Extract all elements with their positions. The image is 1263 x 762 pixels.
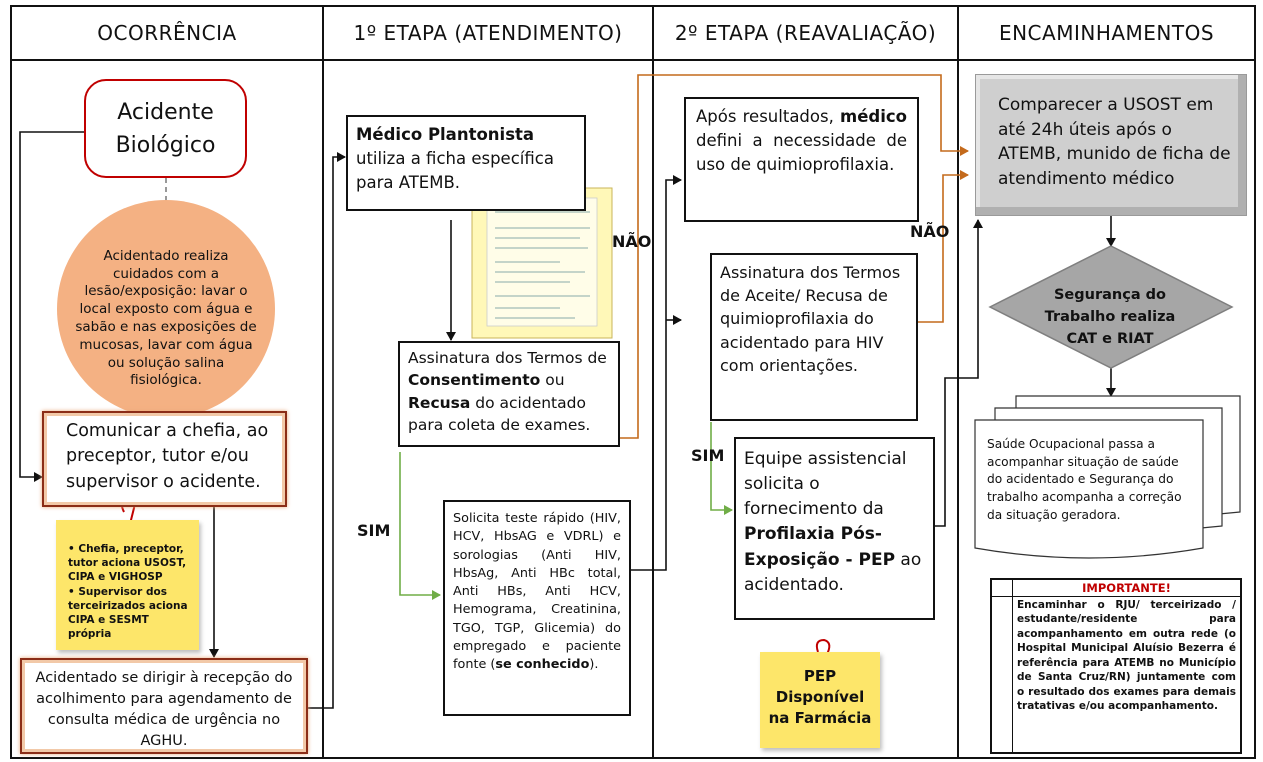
acidente-label: Acidente Biológico bbox=[115, 99, 216, 158]
arrow-recepcao-to-medico bbox=[299, 152, 346, 709]
nao-label-2: NÃO bbox=[910, 222, 950, 241]
arrow-sim-etapa1 bbox=[399, 452, 441, 600]
sim-label-2: SIM bbox=[691, 446, 725, 465]
importante-title: IMPORTANTE! bbox=[1012, 580, 1240, 597]
recepcao-box: Acidentado se dirigir à recepção do acol… bbox=[20, 658, 308, 754]
chefia-sticky-note: • Chefia, preceptor, tutor aciona USOST,… bbox=[56, 520, 199, 650]
recepcao-text: Acidentado se dirigir à recepção do acol… bbox=[35, 670, 293, 750]
arrow-nao-etapa2 bbox=[918, 170, 969, 323]
importante-box: IMPORTANTE! Encaminhar o RJU/ terceiriza… bbox=[990, 578, 1242, 754]
lane-header-etapa2: 2º ETAPA (REAVALIAÇÃO) bbox=[674, 21, 937, 45]
arrow-solicita-to-etapa2 bbox=[631, 175, 682, 571]
seguranca-trabalho-text: Segurança do Trabalho realiza CAT e RIAT bbox=[1044, 287, 1176, 347]
note-item: • Supervisor dos terceirizados aciona CI… bbox=[68, 585, 188, 641]
arrow-nao-etapa1 bbox=[620, 74, 969, 439]
pep-sticky-note: PEP Disponível na Farmácia bbox=[760, 652, 880, 748]
note-item: • Chefia, preceptor, tutor aciona USOST,… bbox=[68, 543, 187, 584]
comparecer-text: Comparecer a USOST em até 24h úteis após… bbox=[998, 95, 1231, 189]
paperclip-icon bbox=[815, 638, 831, 665]
arrow-acidente-to-comunicar bbox=[19, 131, 84, 482]
decision-diamond bbox=[988, 245, 1234, 369]
comunicar-text: Comunicar a chefia, ao preceptor, tutor … bbox=[66, 421, 269, 492]
lane-header-etapa1: 1º ETAPA (ATENDIMENTO) bbox=[353, 21, 623, 45]
apos-resultados-box: Após resultados, médico defini a necessi… bbox=[684, 97, 919, 222]
multi-document-shape bbox=[974, 395, 1241, 559]
saude-ocupacional-text: Saúde Ocupacional passa a acompanhar sit… bbox=[987, 437, 1182, 522]
importante-body: Encaminhar o RJU/ terceirizado / estudan… bbox=[1012, 596, 1240, 752]
lane-grid bbox=[10, 5, 1256, 759]
equipe-assistencial-box: Equipe assistencial solicita o fornecime… bbox=[734, 437, 935, 620]
solicita-exames-box: Solicita teste rápido (HIV, HCV, HbsAG e… bbox=[443, 500, 631, 716]
arrow-sim-etapa2 bbox=[710, 422, 733, 515]
acidente-biologico-box: Acidente Biológico bbox=[84, 79, 247, 178]
termos-aceite-box: Assinatura dos Termos de Aceite/ Recusa … bbox=[710, 253, 918, 421]
comunicar-box: Comunicar a chefia, ao preceptor, tutor … bbox=[42, 411, 287, 507]
sim-label: SIM bbox=[357, 521, 391, 540]
cuidados-text: Acidentado realiza cuidados com a lesão/… bbox=[75, 247, 257, 389]
cuidados-circle: Acidentado realiza cuidados com a lesão/… bbox=[57, 200, 275, 418]
medico-plantonista-box: Médico Plantonista utiliza a ficha espec… bbox=[346, 115, 586, 211]
lane-header-encaminhamentos: ENCAMINHAMENTOS bbox=[998, 21, 1215, 45]
medico-rest: utiliza a ficha específica para ATEMB. bbox=[356, 148, 554, 192]
lane-header-ocorrencia: OCORRÊNCIA bbox=[97, 21, 237, 45]
nao-label: NÃO bbox=[612, 232, 652, 251]
assinatura-termos-box: Assinatura dos Termos de Consentimento o… bbox=[398, 341, 620, 447]
medico-bold: Médico Plantonista bbox=[356, 125, 535, 144]
arrow-pep-to-comparecer bbox=[935, 219, 983, 527]
comparecer-usost-box: Comparecer a USOST em até 24h úteis após… bbox=[975, 74, 1247, 216]
